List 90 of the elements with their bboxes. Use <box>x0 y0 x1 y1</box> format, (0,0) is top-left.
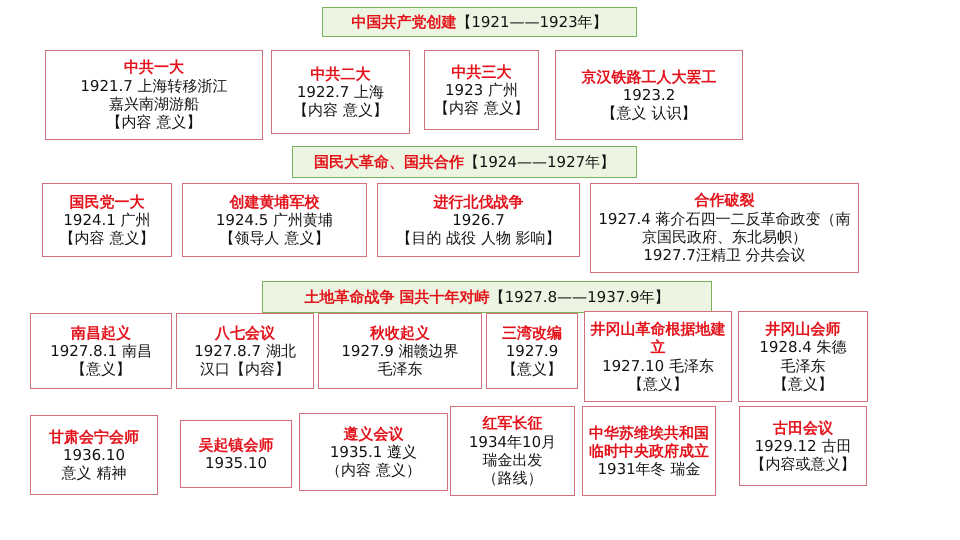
event-detail: 1927.8.1 南昌 <box>50 342 152 360</box>
event-title: 合作破裂 <box>694 191 754 210</box>
event-title: 井冈山革命根据地建立 <box>590 320 726 356</box>
event-box <box>739 406 867 486</box>
event-detail: 【内容 意义】 <box>434 99 529 118</box>
event-detail: 【内容 意义】 <box>106 113 202 132</box>
event-title: 甘肃会宁会师 <box>49 428 139 446</box>
event-box <box>486 313 578 389</box>
event-detail: （内容 意义） <box>326 461 421 480</box>
event-detail: 【意义 认识】 <box>602 104 696 122</box>
event-detail: 【意义】 <box>628 374 688 394</box>
event-detail: 1935.10 <box>204 454 268 472</box>
event-title: 中共二大 <box>310 64 370 83</box>
event-box <box>590 183 859 273</box>
event-detail: 毛泽东 <box>378 360 422 378</box>
event-box <box>582 406 716 496</box>
period-years: 【1921——1923年】 <box>456 12 608 32</box>
event-detail: 【意义】 <box>773 374 833 394</box>
event-detail: 1926.7 <box>452 210 505 230</box>
event-detail: 意义 精神 <box>62 464 126 482</box>
event-title: 秋收起义 <box>370 324 430 342</box>
event-detail: （路线） <box>482 469 542 488</box>
event-detail: 1927.9 湘赣边界 <box>341 342 459 360</box>
event-title: 国民党一大 <box>70 192 144 211</box>
event-detail: 1924.1 广州 <box>63 210 151 230</box>
event-box <box>584 311 732 402</box>
event-detail: 1936.10 <box>62 446 126 464</box>
event-title: 吴起镇会师 <box>198 436 274 454</box>
event-detail: 1927.4 蒋介石四一二反革命政变（南京国民政府、东北易帜） <box>597 210 852 246</box>
event-detail: 瑞金出发 <box>482 451 542 470</box>
event-detail: 【意义】 <box>71 360 131 378</box>
event-detail: 【意义】 <box>502 360 562 378</box>
event-detail: 1927.10 毛泽东 <box>602 356 714 375</box>
event-detail: 毛泽东 <box>780 356 826 375</box>
event-detail: 汉口【内容】 <box>200 360 290 378</box>
event-detail: 1927.7汪精卫 分共会议 <box>643 246 806 265</box>
period-years: 【1924——1927年】 <box>464 152 616 172</box>
event-title: 中共一大 <box>124 58 184 77</box>
event-detail: 1921.7 上海转移浙江 <box>80 76 228 95</box>
event-box <box>182 183 367 257</box>
period-banner <box>322 7 637 37</box>
period-years: 【1927.8——1937.9年】 <box>490 288 670 306</box>
event-title: 古田会议 <box>773 418 833 437</box>
event-box <box>299 413 448 491</box>
event-box <box>180 420 292 488</box>
event-detail: 【内容或意义】 <box>750 455 856 474</box>
event-detail: 【目的 战役 人物 影响】 <box>396 229 561 248</box>
event-detail: 1927.8.7 湖北 <box>194 342 296 360</box>
event-detail: 1924.5 广州黄埔 <box>216 210 334 230</box>
event-detail: 1928.4 朱德 <box>759 338 847 356</box>
period-title: 土地革命战争 国共十年对峙 <box>304 288 490 306</box>
event-title: 进行北伐战争 <box>434 192 524 211</box>
event-box <box>424 50 539 130</box>
event-detail: 1923.2 <box>622 86 676 104</box>
event-box <box>450 406 575 496</box>
event-box <box>42 183 172 257</box>
event-detail: 【内容 意义】 <box>293 101 388 120</box>
event-title: 三湾改编 <box>502 324 562 342</box>
event-detail: 1923 广州 <box>445 80 518 100</box>
event-detail: 嘉兴南湖游船 <box>109 95 199 114</box>
event-title: 八七会议 <box>215 324 275 342</box>
event-title: 井冈山会师 <box>766 320 840 338</box>
event-title: 创建黄埔军校 <box>230 192 320 211</box>
event-box <box>377 183 580 257</box>
event-box <box>176 313 314 389</box>
period-title: 国民大革命、国共合作 <box>314 152 464 172</box>
event-detail: 1934年10月 <box>468 432 556 451</box>
event-title: 遵义会议 <box>344 424 404 443</box>
event-detail: 1927.9 <box>506 342 558 360</box>
event-box <box>555 50 743 140</box>
event-box <box>45 50 263 140</box>
event-detail: 【内容 意义】 <box>60 229 154 248</box>
event-box <box>30 415 158 495</box>
event-detail: 【领导人 意义】 <box>220 229 330 248</box>
event-detail: 1935.1 遵义 <box>330 442 418 462</box>
event-box <box>30 313 172 389</box>
event-title: 红军长征 <box>482 414 542 433</box>
event-title: 南昌起义 <box>71 324 131 342</box>
period-banner <box>262 281 712 313</box>
event-title: 京汉铁路工人大罢工 <box>582 68 716 86</box>
event-detail: 1929.12 古田 <box>754 436 852 456</box>
event-box <box>318 313 482 389</box>
event-detail: 1931年冬 瑞金 <box>598 460 700 478</box>
event-title: 中华苏维埃共和国临时中央政府成立 <box>588 424 710 460</box>
period-banner <box>292 146 637 178</box>
event-detail: 1922.7 上海 <box>296 82 384 102</box>
event-box <box>271 50 410 134</box>
event-title: 中共三大 <box>452 62 512 81</box>
period-title: 中国共产党创建 <box>351 12 456 32</box>
event-box <box>738 311 868 402</box>
